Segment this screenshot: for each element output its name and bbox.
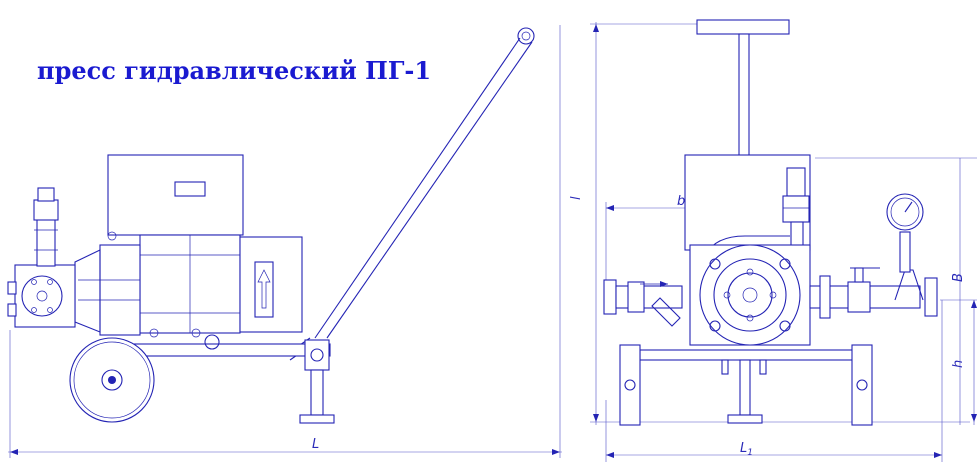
dim-label-right-height: h bbox=[951, 360, 966, 368]
dim-label-base-width: L1 bbox=[740, 441, 753, 458]
dim-label-right-total: B bbox=[951, 273, 966, 282]
dim-label-front-height: l bbox=[569, 196, 584, 200]
dim-label-base-width-main: L bbox=[740, 441, 747, 456]
front-view bbox=[590, 19, 977, 462]
dim-label-front-width: b bbox=[677, 194, 685, 209]
dim-label-base-width-sub: 1 bbox=[747, 448, 753, 458]
page-title: пресс гидравлический ПГ-1 bbox=[37, 56, 432, 85]
side-view bbox=[7, 25, 562, 458]
dim-label-side-length: L bbox=[312, 437, 319, 452]
